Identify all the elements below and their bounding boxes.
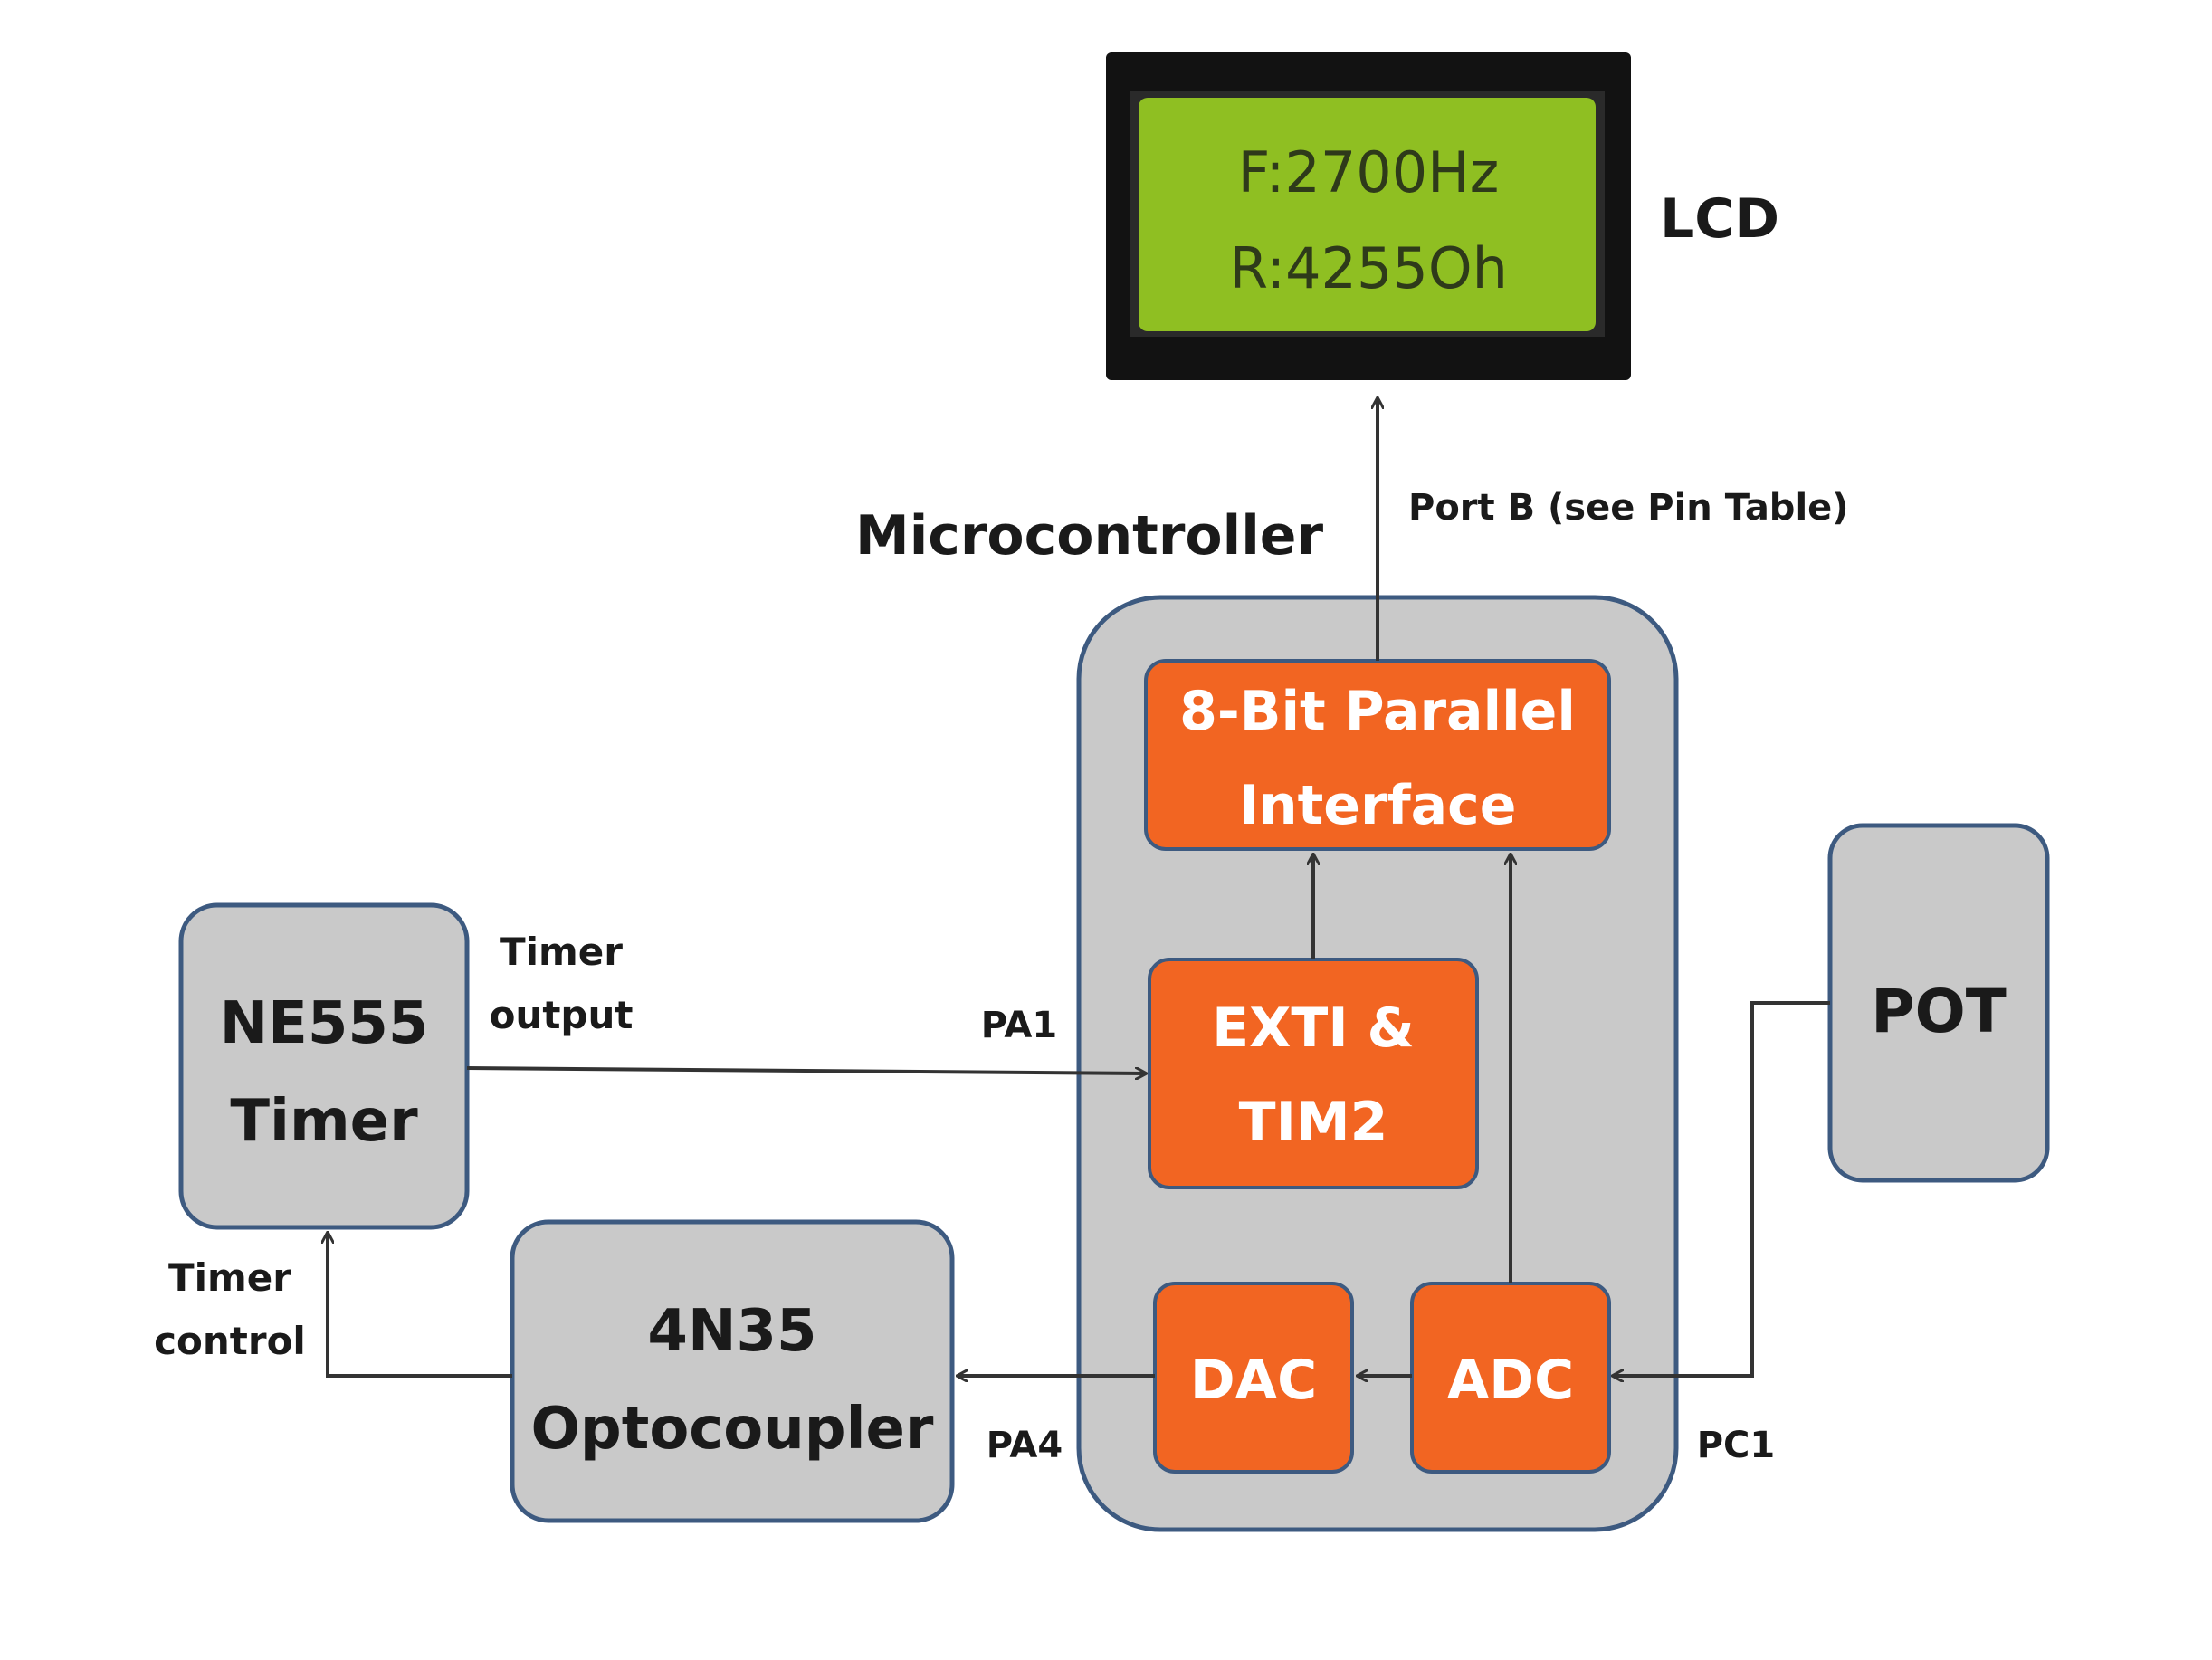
ne555-line-2: Timer — [230, 1088, 418, 1155]
optocoupler-line-1: 4N35 — [647, 1298, 816, 1365]
adc-label: ADC — [1447, 1349, 1574, 1412]
microcontroller-title: Microcontroller — [855, 504, 1323, 568]
timer-output-label-2: output — [490, 993, 634, 1037]
connectors — [328, 398, 1830, 1376]
timer-control-label-1: Timer — [168, 1255, 291, 1300]
lcd-line-1: F:2700Hz — [1238, 139, 1500, 205]
parallel-interface-line-2: Interface — [1239, 774, 1517, 837]
pc1-arrow — [1613, 1001, 1830, 1376]
optocoupler-line-2: Optocoupler — [531, 1396, 934, 1463]
pa1-label: PA1 — [981, 1005, 1057, 1046]
pa1-arrow — [466, 1066, 1146, 1073]
port-b-label: Port B (see Pin Table) — [1408, 487, 1849, 529]
lcd-display: F:2700Hz R:4255Oh — [1106, 52, 1631, 380]
lcd-line-2: R:4255Oh — [1229, 235, 1508, 301]
ne555-line-1: NE555 — [220, 990, 429, 1057]
timer-control-arrow — [328, 1233, 512, 1378]
dac-label: DAC — [1190, 1349, 1317, 1412]
pc1-label: PC1 — [1697, 1425, 1776, 1466]
pa4-label: PA4 — [987, 1425, 1063, 1466]
ne555-timer-block — [178, 902, 470, 1230]
parallel-interface-line-1: 8-Bit Parallel — [1179, 680, 1576, 743]
timer-control-label-2: control — [154, 1319, 306, 1363]
exti-tim2-line-2: TIM2 — [1239, 1091, 1388, 1154]
timer-output-label-1: Timer — [500, 930, 623, 974]
exti-tim2-line-1: EXTI & — [1212, 997, 1415, 1060]
pot-label: POT — [1871, 977, 2007, 1046]
optocoupler-block — [510, 1219, 955, 1523]
lcd-title: LCD — [1660, 187, 1779, 251]
